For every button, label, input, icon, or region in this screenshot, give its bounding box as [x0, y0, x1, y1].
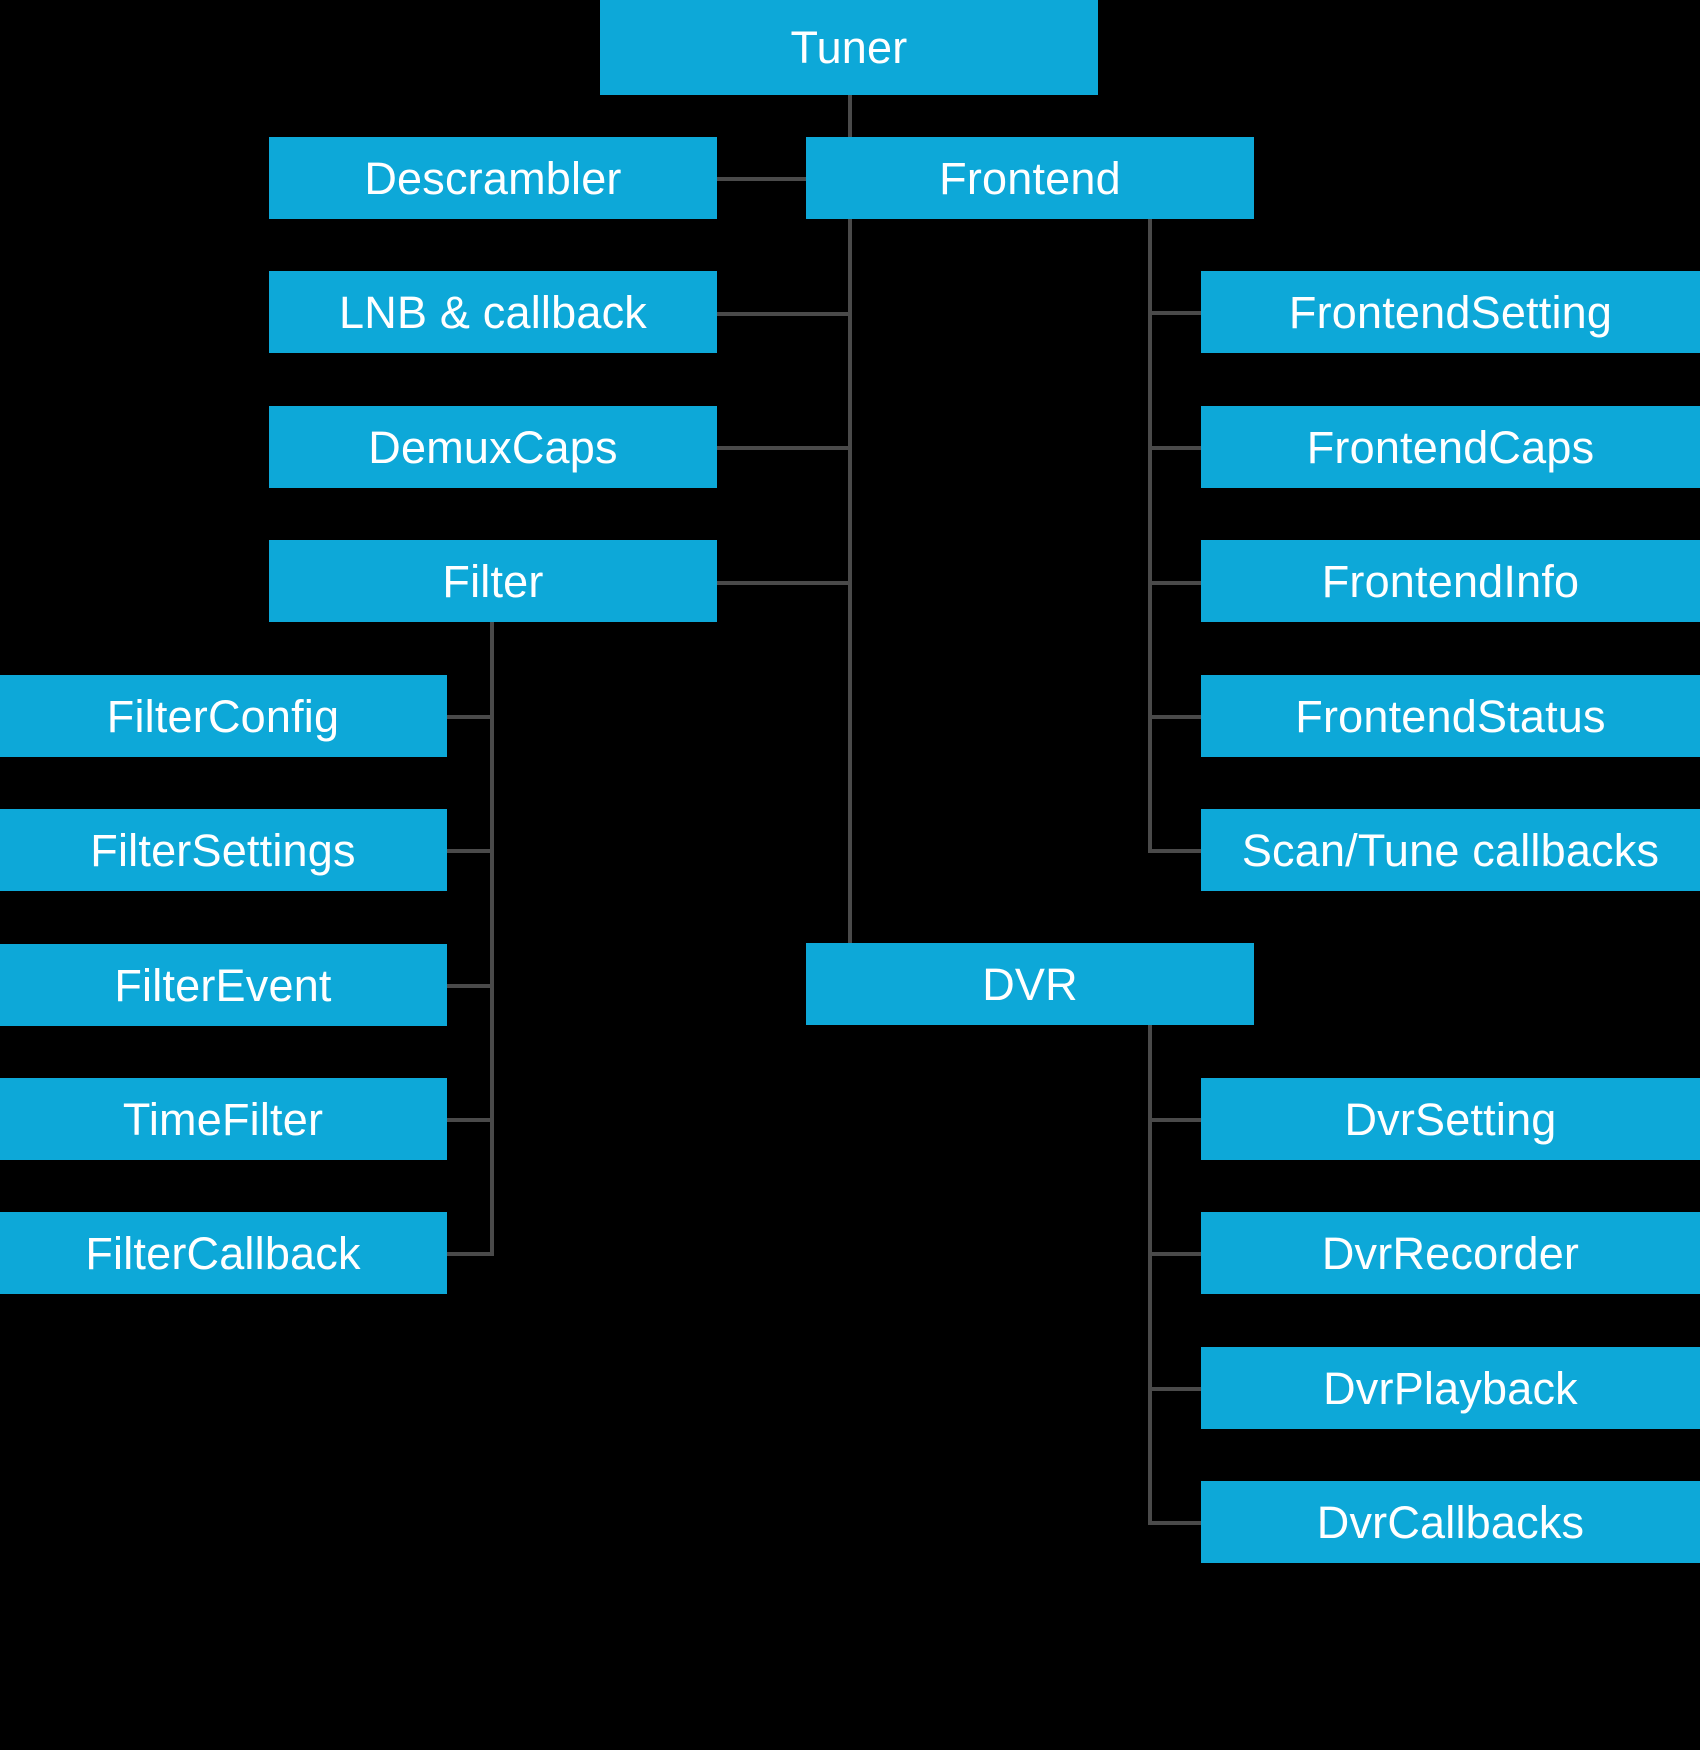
edge-filter-spine [490, 621, 494, 1254]
edge-dvr-recorder [1148, 1252, 1202, 1256]
node-frontend-caps[interactable]: FrontendCaps [1201, 406, 1700, 488]
edge-dvr-playback [1148, 1387, 1202, 1391]
node-filter-settings[interactable]: FilterSettings [0, 809, 447, 891]
node-dvr-setting[interactable]: DvrSetting [1201, 1078, 1700, 1160]
edge-filter-config [447, 715, 494, 719]
node-dvr-recorder[interactable]: DvrRecorder [1201, 1212, 1700, 1294]
node-tuner[interactable]: Tuner [600, 0, 1098, 95]
edge-tuner-descrambler [716, 177, 850, 181]
node-frontend-setting[interactable]: FrontendSetting [1201, 271, 1700, 353]
edge-dvr-callbacks [1148, 1521, 1202, 1525]
edge-frontend-scantune [1148, 849, 1202, 853]
edge-filter-event [447, 984, 494, 988]
node-filter-config[interactable]: FilterConfig [0, 675, 447, 757]
node-lnb-callback[interactable]: LNB & callback [269, 271, 717, 353]
edge-tuner-spine [848, 95, 852, 985]
edge-frontend-status [1148, 715, 1202, 719]
node-filter-callback[interactable]: FilterCallback [0, 1212, 447, 1294]
edge-frontend-caps [1148, 446, 1202, 450]
node-demuxcaps[interactable]: DemuxCaps [269, 406, 717, 488]
edge-filter-timefilter [447, 1118, 494, 1122]
edge-tuner-lnb [716, 312, 850, 316]
edge-tuner-demuxcaps [716, 446, 850, 450]
edge-filter-settings [447, 849, 494, 853]
node-frontend[interactable]: Frontend [806, 137, 1254, 219]
edge-dvr-spine [1148, 1024, 1152, 1524]
edge-frontend-spine [1148, 217, 1152, 851]
node-dvr-playback[interactable]: DvrPlayback [1201, 1347, 1700, 1429]
edge-frontend-info [1148, 581, 1202, 585]
edge-frontend-setting [1148, 311, 1202, 315]
node-filter-event[interactable]: FilterEvent [0, 944, 447, 1026]
node-frontend-info[interactable]: FrontendInfo [1201, 540, 1700, 622]
edge-dvr-setting [1148, 1118, 1202, 1122]
node-descrambler[interactable]: Descrambler [269, 137, 717, 219]
node-frontend-status[interactable]: FrontendStatus [1201, 675, 1700, 757]
node-dvr-callbacks[interactable]: DvrCallbacks [1201, 1481, 1700, 1563]
edge-filter-callback [447, 1252, 494, 1256]
node-scan-tune-callbacks[interactable]: Scan/Tune callbacks [1201, 809, 1700, 891]
node-time-filter[interactable]: TimeFilter [0, 1078, 447, 1160]
node-filter[interactable]: Filter [269, 540, 717, 622]
edge-tuner-filter [716, 581, 850, 585]
node-dvr[interactable]: DVR [806, 943, 1254, 1025]
